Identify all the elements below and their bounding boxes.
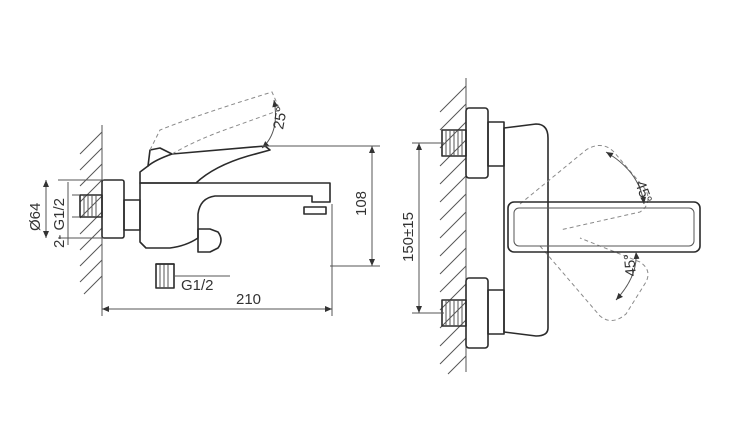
- lower-inlet: [441, 277, 505, 349]
- front-wall-hatch: [439, 78, 467, 375]
- spacing-label: 150±15: [400, 212, 417, 262]
- diverter-knob: [197, 228, 222, 253]
- lever-handle-raised: [149, 91, 281, 155]
- front-view: 150±15 45° 45°: [400, 78, 701, 375]
- inlet-thread: [79, 194, 103, 218]
- front-handle-rotated-up: [519, 145, 649, 231]
- escutcheon: [101, 179, 125, 239]
- upper-angle-label: 45°: [631, 179, 655, 206]
- outlet-thread-label: G1/2: [181, 277, 214, 294]
- angle-label: 25°: [270, 105, 291, 130]
- dim-handle-angle: [261, 99, 279, 149]
- front-handle-rotated-down: [539, 237, 649, 321]
- dim-height: [262, 145, 380, 267]
- front-handle: [507, 201, 701, 253]
- height-label: 108: [353, 191, 370, 216]
- thread-pair-label: 2- G1/2: [51, 198, 68, 248]
- faucet-body: [139, 182, 331, 249]
- side-wall-hatch: [79, 125, 103, 295]
- front-body: [503, 123, 549, 337]
- dim-upper-angle: [605, 151, 647, 205]
- lower-angle-label: 45°: [621, 253, 640, 277]
- spout-aerator: [303, 206, 327, 215]
- shower-outlet: [155, 263, 175, 289]
- dim-inlet-thread: [67, 182, 80, 245]
- diameter-label: Ø64: [27, 203, 44, 231]
- length-label: 210: [236, 291, 261, 308]
- dim-spacing: [412, 142, 444, 314]
- lever-handle: [139, 145, 271, 184]
- side-view: Ø64 2- G1/2 25° 108 G1/2: [27, 91, 380, 316]
- dim-lower-angle: [615, 251, 640, 301]
- dim-diameter: [43, 179, 104, 239]
- connector-nut: [123, 199, 141, 231]
- dim-length: [101, 204, 333, 316]
